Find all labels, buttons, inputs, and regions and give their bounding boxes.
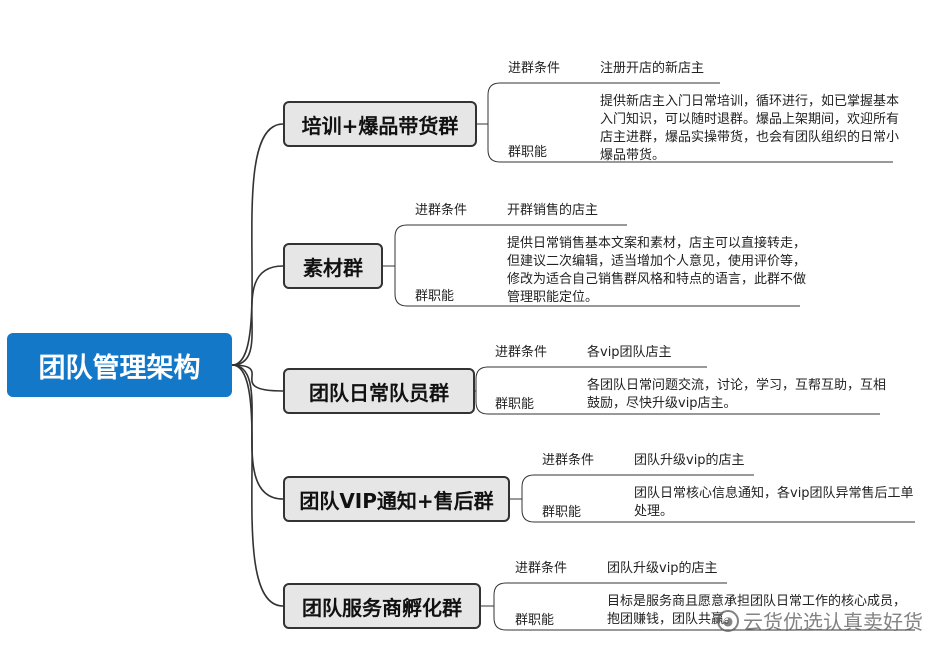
duty-label: 群职能 bbox=[415, 289, 455, 304]
watermark: ◕ 云货优选认真卖好货 bbox=[717, 606, 923, 635]
duty-description: 各团队日常问题交流，讨论，学习，互帮互助，互相鼓励，尽快升级vip店主。 bbox=[587, 378, 887, 411]
branch-topic-4[interactable]: 团队VIP通知+售后群 bbox=[283, 476, 510, 522]
condition-value: 团队升级vip的店主 bbox=[634, 453, 745, 468]
root-branch-link-1 bbox=[231, 123, 284, 366]
child-bracket-3 bbox=[475, 366, 489, 415]
wechat-icon: ◕ bbox=[717, 609, 739, 632]
root-branch-link-5 bbox=[231, 364, 284, 607]
branch-topic-5[interactable]: 团队服务商孵化群 bbox=[283, 583, 481, 629]
child-bracket-5 bbox=[481, 582, 507, 631]
duty-label: 群职能 bbox=[508, 145, 548, 160]
duty-description: 提供日常销售基本文案和素材，店主可以直接转走，但建议二次编辑，适当增加个人意见，… bbox=[507, 236, 807, 305]
condition-value: 各vip团队店主 bbox=[587, 345, 672, 360]
child-bracket-1 bbox=[477, 82, 501, 163]
condition-value: 注册开店的新店主 bbox=[600, 61, 705, 76]
branch-topic-1[interactable]: 培训+爆品带货群 bbox=[283, 101, 477, 147]
duty-label: 群职能 bbox=[542, 505, 582, 520]
child-bracket-4 bbox=[510, 474, 535, 523]
root-topic[interactable]: 团队管理架构 bbox=[7, 333, 232, 397]
child-bracket-2 bbox=[383, 224, 408, 307]
condition-label: 进群条件 bbox=[515, 561, 568, 576]
duty-description: 提供新店主入门日常培训，循环进行，如已掌握基本入门知识，可以随时退群。爆品上架期… bbox=[600, 94, 900, 163]
root-branch-link-4 bbox=[231, 364, 284, 500]
duty-label: 群职能 bbox=[515, 613, 555, 628]
root-branch-link-2 bbox=[231, 265, 284, 366]
condition-label: 进群条件 bbox=[495, 345, 548, 360]
branch-topic-2[interactable]: 素材群 bbox=[283, 243, 383, 289]
duty-description: 目标是服务商且愿意承担团队日常工作的核心成员，抱团赚钱，团队共赢。 bbox=[607, 594, 907, 627]
watermark-text: 云货优选认真卖好货 bbox=[743, 610, 923, 634]
condition-label: 进群条件 bbox=[508, 61, 561, 76]
condition-value: 开群销售的店主 bbox=[507, 203, 599, 218]
condition-value: 团队升级vip的店主 bbox=[607, 561, 718, 576]
root-branch-link-3 bbox=[231, 364, 284, 392]
condition-label: 进群条件 bbox=[415, 203, 468, 218]
duty-description: 团队日常核心信息通知，各vip团队异常售后工单处理。 bbox=[634, 486, 914, 519]
branch-topic-3[interactable]: 团队日常队员群 bbox=[283, 368, 475, 414]
duty-label: 群职能 bbox=[495, 397, 535, 412]
condition-label: 进群条件 bbox=[542, 453, 595, 468]
